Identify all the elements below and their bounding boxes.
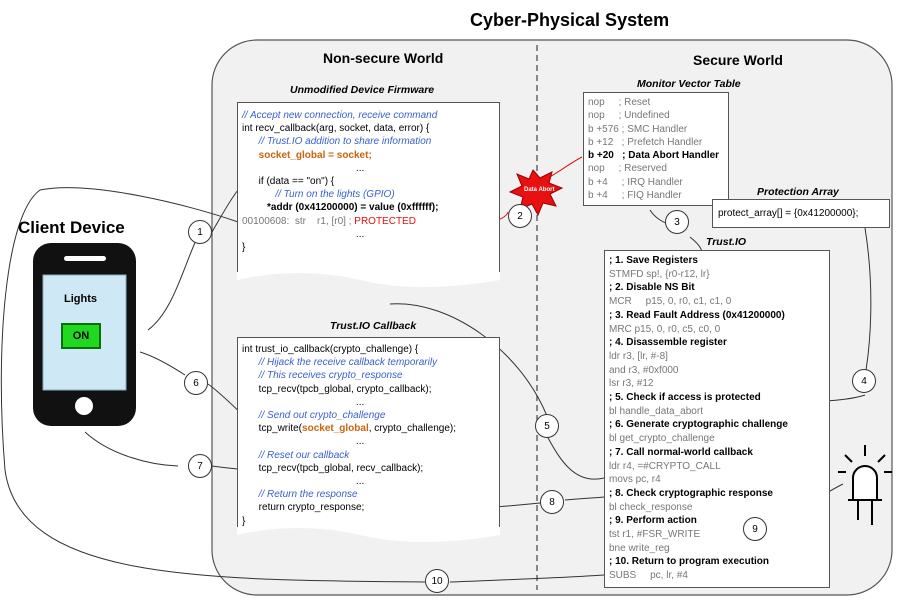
trustio-line-11: ; 5. Check if access is protected xyxy=(609,392,761,404)
trustio-line-6: MRC p15, 0, r0, c5, c0, 0 xyxy=(609,323,721,335)
trustio-code: ; 1. Save Registers STMFD sp!, {r0-r12, … xyxy=(609,254,788,583)
firmware-line-1: // Accept new connection, receive comman… xyxy=(242,110,438,121)
firmware-line-4: socket_global = socket; xyxy=(258,149,372,161)
nonsecure-world-header: Non-secure World xyxy=(323,50,444,66)
trustio-line-1: ; 1. Save Registers xyxy=(609,255,698,266)
trustio-line-7: ; 4. Disassemble register xyxy=(609,337,727,349)
step-6: 6 xyxy=(184,371,208,395)
trustio-line-2: STMFD sp!, {r0-r12, lr} xyxy=(609,268,710,280)
trustio-line-4: MCR p15, 0, r0, c1, c1, 0 xyxy=(609,296,732,308)
firmware-code: // Accept new connection, receive comman… xyxy=(242,109,438,254)
trustio-line-18: ; 8. Check cryptographic response xyxy=(609,487,773,499)
light-bulb-icon xyxy=(838,445,892,525)
callback-line-1: int trust_io_callback(crypto_challenge) … xyxy=(242,344,419,355)
trustio-line-16: ldr r4, =#CRYPTO_CALL xyxy=(609,460,721,472)
firmware-line-10: ... xyxy=(355,228,365,240)
callback-line-11: ... xyxy=(355,476,365,488)
callback-line-8: ... xyxy=(355,436,365,448)
callback-line-2: // Hijack the receive callback temporari… xyxy=(258,357,438,369)
firmware-line-6: if (data == "on") { xyxy=(258,176,335,188)
firmware-caption: Unmodified Device Firmware xyxy=(290,84,435,96)
firmware-line-5: ... xyxy=(355,162,365,174)
on-button[interactable]: ON xyxy=(61,323,101,349)
protection-code: protect_array[] = {0x41200000}; xyxy=(718,208,859,219)
trustio-line-19: bl check_response xyxy=(609,501,693,513)
firmware-line-11: } xyxy=(242,242,246,254)
step-7: 7 xyxy=(188,454,212,478)
callback-box xyxy=(237,337,500,527)
trustio-line-14: bl get_crypto_challenge xyxy=(609,433,715,445)
phone-speaker xyxy=(64,256,106,261)
callback-wave xyxy=(237,525,500,542)
trustio-line-10: lsr r3, #12 xyxy=(609,378,654,390)
trustio-line-5: ; 3. Read Fault Address (0x41200000) xyxy=(609,309,785,321)
monitor-caption: Monitor Vector Table xyxy=(637,78,741,90)
callback-line-12: // Return the response xyxy=(258,489,358,501)
step-2: 2 xyxy=(508,204,532,228)
monitor-line-7: b +4 ; IRQ Handler xyxy=(588,176,683,188)
trustio-line-24: SUBS pc, lr, #4 xyxy=(609,570,688,582)
firmware-line-9: 00100608: str r1, [r0] ; PROTECTED xyxy=(242,215,416,227)
diagram-title: Cyber-Physical System xyxy=(470,10,670,30)
callback-line-7: tcp_write(socket_global, crypto_challeng… xyxy=(258,423,457,435)
client-device-title: Client Device xyxy=(18,218,125,237)
trustio-caption: Trust.IO xyxy=(706,236,747,248)
firmware-box xyxy=(237,102,500,272)
callback-line-9: // Reset our callback xyxy=(258,449,350,461)
monitor-line-2: nop ; Undefined xyxy=(588,110,670,122)
firmware-line-3: // Trust.IO addition to share informatio… xyxy=(258,136,432,148)
step-3: 3 xyxy=(665,210,689,234)
trustio-line-23: ; 10. Return to program execution xyxy=(609,556,770,568)
trustio-line-8: ldr r3, [lr, #-8] xyxy=(609,350,668,362)
trustio-line-3: ; 2. Disable NS Bit xyxy=(609,282,695,294)
step-4: 4 xyxy=(852,369,876,393)
monitor-line-3: b +576 ; SMC Handler xyxy=(588,123,688,135)
trustio-box xyxy=(604,250,830,588)
step-8: 8 xyxy=(540,490,564,514)
callback-caption: Trust.IO Callback xyxy=(330,320,417,332)
protected-marker: PROTECTED xyxy=(354,215,416,227)
callback-line-10: tcp_recv(tpcb_global, recv_callback); xyxy=(258,462,424,474)
trustio-line-12: bl handle_data_abort xyxy=(609,405,703,417)
callback-line-6: // Send out crypto_challenge xyxy=(258,410,386,422)
monitor-line-5: b +20 ; Data Abort Handler xyxy=(588,150,720,162)
monitor-line-4: b +12 ; Prefetch Handler xyxy=(588,136,703,148)
firmware-line-8: *addr (0x41200000) = value (0xffffff); xyxy=(267,202,439,214)
trustio-line-22: bne write_reg xyxy=(609,542,670,554)
trustio-line-20: ; 9. Perform action xyxy=(609,515,697,527)
monitor-box xyxy=(583,92,729,206)
callback-code: int trust_io_callback(crypto_challenge) … xyxy=(242,343,456,528)
step-9: 9 xyxy=(743,517,767,541)
callback-line-13: return crypto_response; xyxy=(258,502,365,514)
firmware-wave xyxy=(237,270,500,287)
protection-box xyxy=(712,199,890,228)
step-10: 10 xyxy=(425,569,449,593)
trustio-line-13: ; 6. Generate cryptographic challenge xyxy=(609,419,788,431)
protection-caption: Protection Array xyxy=(757,186,839,198)
callback-line-14: } xyxy=(242,515,246,527)
monitor-code: nop ; Reset nop ; Undefined b +576 ; SMC… xyxy=(588,96,719,202)
monitor-line-1: nop ; Reset xyxy=(588,97,651,108)
trustio-line-21: tst r1, #FSR_WRITE xyxy=(609,529,701,541)
secure-world-header: Secure World xyxy=(693,52,783,68)
step-1: 1 xyxy=(188,220,212,244)
callback-line-3: // This receives crypto_response xyxy=(258,370,403,382)
firmware-line-2: int recv_callback(arg, socket, data, err… xyxy=(242,123,430,135)
trustio-line-17: movs pc, r4 xyxy=(609,474,661,486)
callback-line-5: ... xyxy=(355,396,365,408)
firmware-line-7: // Turn on the lights (GPIO) xyxy=(275,189,395,201)
socket-global-highlight: socket_global xyxy=(302,423,369,435)
data-abort-label: Data Abort xyxy=(524,187,555,193)
step-5: 5 xyxy=(535,414,559,438)
monitor-line-8: b +4 ; FIQ Handler xyxy=(588,190,682,202)
lights-label: Lights xyxy=(64,293,97,305)
data-abort-starburst xyxy=(508,169,564,217)
callback-line-4: tcp_recv(tpcb_global, crypto_callback); xyxy=(258,383,432,395)
monitor-line-6: nop ; Reserved xyxy=(588,163,667,175)
trustio-line-9: and r3, #0xf000 xyxy=(609,364,679,376)
trustio-line-15: ; 7. Call normal-world callback xyxy=(609,446,753,458)
phone-home-button xyxy=(75,397,93,415)
